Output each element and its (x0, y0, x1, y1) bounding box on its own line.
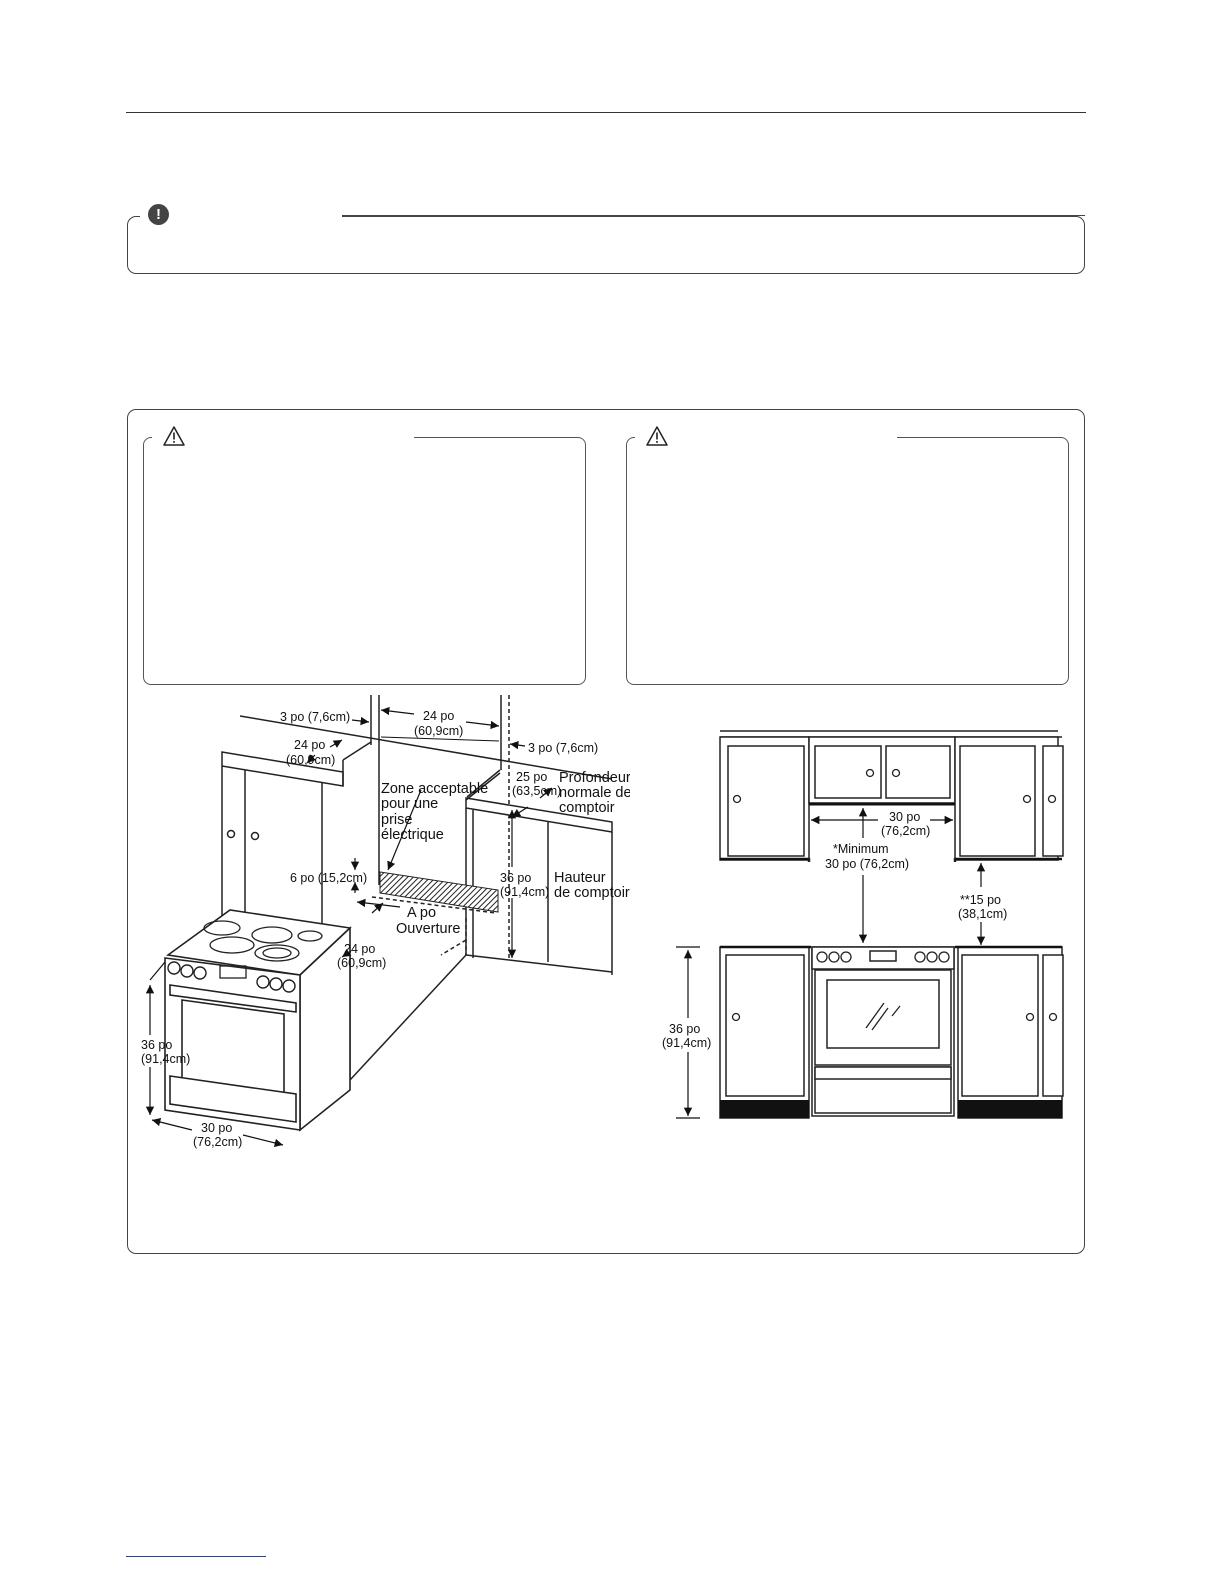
right-minimum-2: 30 po (76,2cm) (825, 857, 909, 871)
label-ouverture: Ouverture (396, 921, 460, 937)
label-hauteur-2: de comptoir (554, 885, 630, 901)
note-header-gap (140, 205, 342, 227)
dim-6po: 6 po (15,2cm) (290, 871, 367, 885)
label-zone-2: pour une (381, 796, 438, 812)
warning-left-header-rule (414, 437, 579, 438)
dim-3po-left: 3 po (7,6cm) (280, 710, 350, 724)
warning-left-header-gap (152, 425, 414, 449)
warning-right-header-rule (897, 437, 1062, 438)
range-cutout-diagram: 3 po (7,6cm) 24 po (60,9cm) 3 po (7,6cm)… (141, 695, 630, 1149)
dim-30po-a: 30 po (201, 1121, 232, 1135)
dim-24po-wall-b: (60,9cm) (286, 753, 335, 767)
dim-3po-right: 3 po (7,6cm) (528, 741, 598, 755)
dim-36po-range-b: (91,4cm) (141, 1052, 190, 1066)
warning-box-right (626, 437, 1069, 685)
right-dim-30po-b: (76,2cm) (881, 824, 930, 838)
right-dim-30po-a: 30 po (889, 810, 920, 824)
right-dim-36po-b: (91,4cm) (662, 1036, 711, 1050)
dim-24po-wall-a: 24 po (294, 738, 325, 752)
warning-box-left (143, 437, 586, 685)
label-profondeur-2: normale de (559, 785, 630, 801)
dim-25po-a: 25 po (516, 770, 547, 784)
label-zone-1: Zone acceptable (381, 781, 488, 797)
label-profondeur-1: Profondeur (559, 770, 630, 786)
dim-36po-counter-a: 36 po (500, 871, 531, 885)
label-zone-4: électrique (381, 827, 444, 843)
dim-24po-range-b: (60,9cm) (337, 956, 386, 970)
note-header-rule (342, 215, 1085, 216)
footer-rule (126, 1556, 266, 1557)
dim-24po-top-a: 24 po (423, 709, 454, 723)
warning-triangle-icon (646, 426, 668, 446)
dim-24po-range-a: 24 po (344, 942, 375, 956)
header-rule (126, 112, 1086, 113)
cabinet-clearance-diagram: 30 po (76,2cm) *Minimum 30 po (76,2cm) *… (662, 730, 1064, 1119)
label-zone-3: prise (381, 812, 412, 828)
dim-36po-range-a: 36 po (141, 1038, 172, 1052)
installation-panel (127, 409, 1085, 1254)
right-minimum-1: *Minimum (833, 842, 889, 856)
warning-triangle-icon (163, 426, 185, 446)
warning-right-header-gap (635, 425, 897, 449)
label-hauteur-1: Hauteur (554, 870, 606, 886)
dim-24po-top-b: (60,9cm) (414, 724, 463, 738)
right-dim-15po-a: **15 po (960, 893, 1001, 907)
dim-30po-b: (76,2cm) (193, 1135, 242, 1149)
label-apo: A po (407, 905, 436, 921)
right-dim-15po-b: (38,1cm) (958, 907, 1007, 921)
exclamation-icon: ! (148, 204, 169, 225)
right-dim-36po-a: 36 po (669, 1022, 700, 1036)
label-profondeur-3: comptoir (559, 800, 615, 816)
dim-25po-b: (63,5cm) (512, 784, 561, 798)
dim-36po-counter-b: (91,4cm) (500, 885, 549, 899)
